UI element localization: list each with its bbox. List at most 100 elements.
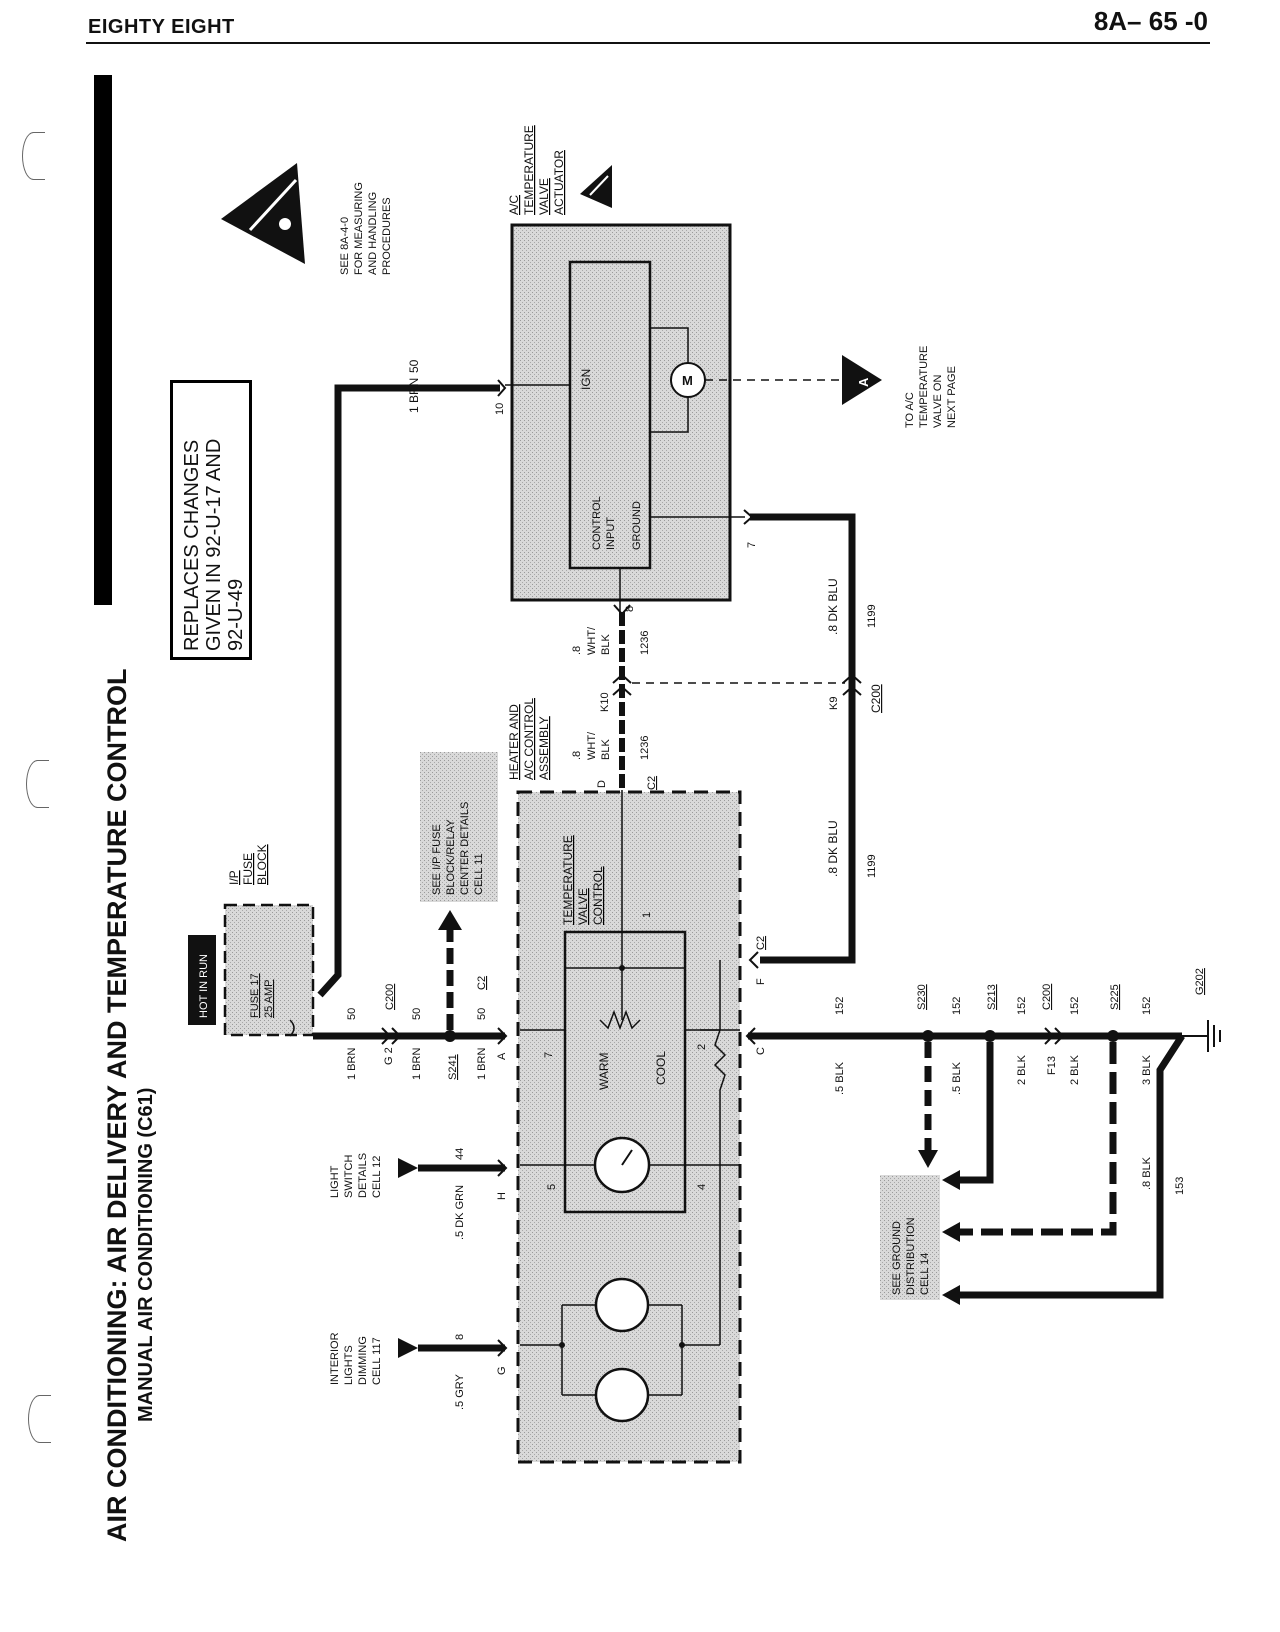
splice-s230-label: S230: [916, 984, 928, 1010]
connector-g2: G 2: [383, 1047, 395, 1065]
splice-s213: [984, 1030, 996, 1042]
arrow-left-icon: [398, 1338, 418, 1358]
light-switch-line-1: LIGHT: [329, 1165, 341, 1198]
arrow-up-icon: [438, 910, 462, 930]
side-bar: [94, 75, 112, 605]
badge-a-label: A: [856, 377, 871, 387]
fuse-17-label: FUSE 17: [249, 973, 261, 1018]
esd-line-4: PROCEDURES: [381, 197, 393, 275]
wire-50-top: 50: [407, 359, 421, 373]
wire-152-e: 152: [1141, 997, 1153, 1015]
cool-label: COOL: [654, 1051, 668, 1085]
wire-152-b: 152: [951, 997, 963, 1015]
to-valve-line-2: TEMPERATURE: [918, 346, 930, 428]
connector-k10: K10: [599, 692, 611, 712]
wire-2blk-a: 2 BLK: [1016, 1054, 1028, 1085]
wire-08dkblu-mid: .8 DK BLU: [826, 820, 840, 877]
wire-152-a: 152: [834, 997, 846, 1015]
ground-symbol-icon: [1207, 1020, 1221, 1052]
wire-05dkgrn: .5 DK GRN: [454, 1185, 466, 1240]
connector-pin-g: G: [496, 1366, 508, 1375]
esd-line-3: AND HANDLING: [367, 192, 379, 275]
light-switch-line-3: DETAILS: [357, 1153, 369, 1198]
header-rule: [86, 42, 1210, 44]
splice-s225: [1107, 1030, 1119, 1042]
wire-1199-top: 1199: [866, 604, 878, 628]
interior-line-2: LIGHTS: [343, 1345, 355, 1385]
binder-hole-mark: [26, 760, 49, 808]
wire-05gry: .5 GRY: [454, 1373, 466, 1410]
heater-title-1: HEATER AND: [507, 704, 521, 780]
splice-s241: [444, 1030, 456, 1042]
connector-pin-a: A: [496, 1052, 508, 1060]
wire-05blk-b: .5 BLK: [951, 1061, 963, 1095]
wire-8: 8: [454, 1334, 466, 1340]
wire-1brn-c: 1 BRN: [476, 1048, 488, 1080]
splice-s241-label: S241: [447, 1054, 459, 1080]
ground-g202-label: G202: [1194, 968, 1206, 995]
ign-label: IGN: [579, 369, 593, 390]
fuse-block-title-1: I/P: [227, 870, 241, 885]
replaces-notice: REPLACES CHANGES GIVEN IN 92-U-17 AND 92…: [170, 380, 252, 660]
lamp-icon: [594, 1367, 650, 1423]
light-switch-line-2: SWITCH: [343, 1155, 355, 1198]
fuse-block-title-2: FUSE: [241, 853, 255, 885]
ground-dist-line-2: DISTRIBUTION: [905, 1217, 917, 1295]
wire-1brn-a: 1 BRN: [346, 1048, 358, 1080]
esd-warning-icon: [221, 163, 305, 264]
arrow-left-icon: [942, 1222, 960, 1242]
motor-label: M: [682, 373, 693, 388]
splice-s230: [922, 1030, 934, 1042]
connector-k9: K9: [828, 697, 840, 710]
connector-f13: F13: [1046, 1056, 1058, 1075]
wire-1brn-b: 1 BRN: [411, 1048, 423, 1080]
connector-c2-right: C2: [755, 936, 767, 950]
actuator-pin-10: 10: [494, 403, 506, 415]
to-valve-line-4: NEXT PAGE: [946, 366, 958, 428]
arrow-left-icon: [942, 1170, 960, 1190]
wire-blk-upper: BLK: [600, 634, 612, 655]
temp-valve-pin-1: 1: [641, 912, 653, 918]
hot-in-run-bg: [188, 935, 216, 1025]
wire-blk-lower: BLK: [600, 739, 612, 760]
wire-1236-lower: 1236: [639, 736, 651, 760]
wire-1brn-top: 1 BRN: [407, 378, 421, 413]
wire-152-d: 152: [1069, 997, 1081, 1015]
wire-08-lower: .8: [571, 751, 583, 760]
interior-line-1: INTERIOR: [329, 1332, 341, 1385]
esd-line-1: SEE 8A-4-0: [339, 217, 351, 275]
wire-3blk: 3 BLK: [1141, 1054, 1153, 1085]
wire-1199-mid: 1199: [866, 854, 878, 878]
wire-44: 44: [454, 1148, 466, 1160]
temp-valve-title-2: VALVE: [576, 888, 590, 925]
arrow-down-icon: [918, 1150, 938, 1168]
control-label: CONTROL: [591, 496, 603, 550]
input-label: INPUT: [605, 517, 617, 550]
connector-pin-h: H: [496, 1192, 508, 1200]
fuse-icon: [289, 1019, 295, 1037]
connector-c2-left: C2: [476, 976, 488, 990]
ground-label: GROUND: [631, 501, 643, 550]
wire-152-c: 152: [1016, 997, 1028, 1015]
actuator-pin-7: 7: [746, 542, 758, 548]
wire-wht-lower: WHT/: [586, 731, 598, 760]
temp-valve-pin-2: 2: [696, 1044, 708, 1050]
connector-c200-right: C200: [869, 684, 883, 713]
ground-dist-line-1: SEE GROUND: [891, 1221, 903, 1295]
connector-pin-d: D: [596, 780, 608, 788]
temp-valve-pin-5: 5: [546, 1184, 558, 1190]
actuator-title-4: ACTUATOR: [552, 150, 566, 215]
connector-c200-ground: C200: [1041, 984, 1053, 1010]
warm-label: WARM: [597, 1052, 611, 1090]
see-ip-fuse-box: [420, 752, 498, 902]
wire-50-a: 50: [346, 1008, 358, 1020]
see-ip-line-2: BLOCK/RELAY: [445, 819, 457, 895]
wire-50-b: 50: [411, 1008, 423, 1020]
wire-1236-upper: 1236: [639, 631, 651, 655]
fuse-block-title-3: BLOCK: [255, 844, 269, 885]
temp-valve-title-1: TEMPERATURE: [561, 835, 575, 925]
interior-line-4: CELL 117: [371, 1337, 383, 1385]
wire-153: 153: [1174, 1177, 1186, 1195]
esd-warning-icon: [580, 165, 612, 208]
lamp-icon: [594, 1277, 650, 1333]
